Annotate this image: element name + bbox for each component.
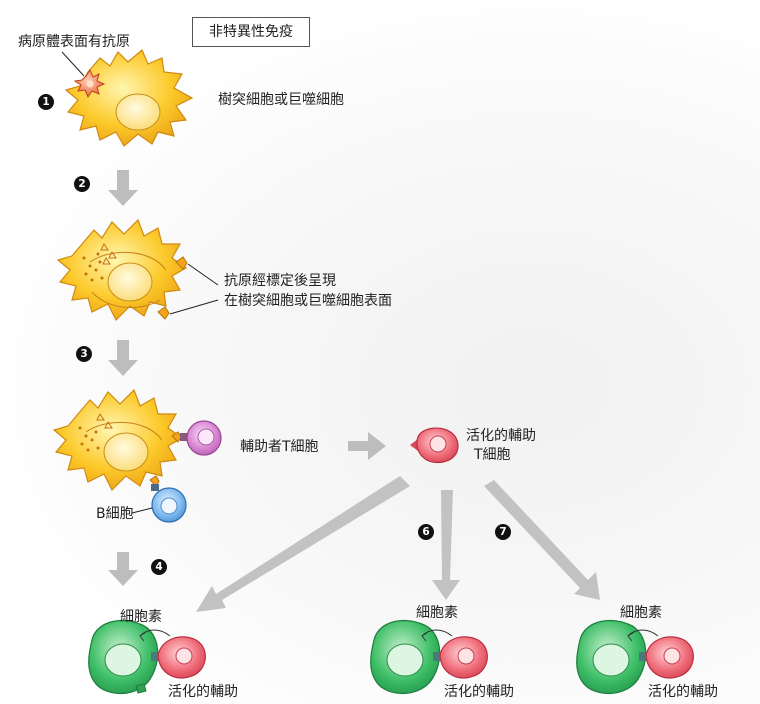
diverging-arrows <box>196 476 600 612</box>
receptor-connector <box>151 433 189 491</box>
dendritic-cell-1 <box>64 49 194 147</box>
innate-immunity-box: 非特異性免疫 <box>192 17 310 47</box>
step-marker-7: 7 <box>495 524 511 540</box>
dendritic-cell-2 <box>56 218 188 322</box>
antigen-particle <box>73 68 106 99</box>
step-marker-1: 1 <box>38 94 54 110</box>
helper-t-cell <box>186 420 222 456</box>
activated-helper-t-cell <box>410 427 459 464</box>
antigen-label: 病原體表面有抗原 <box>18 34 130 50</box>
down-arrow-step3 <box>108 340 138 376</box>
presentation-label-line2: 在樹突細胞或巨噬細胞表面 <box>224 293 392 309</box>
down-arrow-step2 <box>108 170 138 206</box>
dendritic-cell-3 <box>52 388 184 492</box>
cytokine-label-3: 細胞素 <box>620 605 662 621</box>
step-marker-4: 4 <box>151 559 167 575</box>
b-cell-label: B細胞 <box>96 506 134 522</box>
antigen-pointer <box>61 51 85 77</box>
cytokine-label-2: 細胞素 <box>416 605 458 621</box>
cytokine-label-1: 細胞素 <box>120 609 162 625</box>
helper-t-label: 輔助者T細胞 <box>240 439 319 455</box>
activated-helper-label-1: 活化的輔助 <box>168 684 238 700</box>
activated-helper-label-2: 活化的輔助 <box>444 684 514 700</box>
cell-pair-1 <box>88 619 206 694</box>
down-arrow-step4 <box>108 552 138 586</box>
activated-label-line1: 活化的輔助 <box>466 428 536 444</box>
presentation-label-line1: 抗原經標定後呈現 <box>224 273 336 289</box>
activation-arrow <box>348 432 386 460</box>
cell-pair-2 <box>370 619 488 694</box>
activated-label-line2: T細胞 <box>474 447 511 463</box>
b-cell <box>151 487 187 523</box>
step-marker-6: 6 <box>418 524 434 540</box>
b-cell-pointer <box>131 507 153 514</box>
dendritic-cell-label: 樹突細胞或巨噬細胞 <box>218 92 344 108</box>
activated-helper-label-3: 活化的輔助 <box>648 684 718 700</box>
presentation-pointers <box>169 263 219 315</box>
step-marker-3: 3 <box>76 346 92 362</box>
step-marker-2: 2 <box>74 176 90 192</box>
cell-pair-3 <box>576 619 694 694</box>
